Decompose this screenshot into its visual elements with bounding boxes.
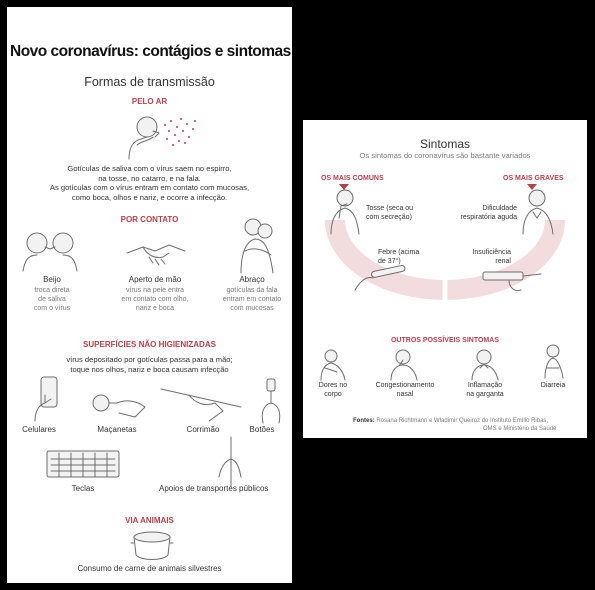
symptom-arc (325, 210, 565, 316)
symptom-diarrhea: Diarreia (540, 382, 566, 389)
diarrhea-icon (544, 344, 564, 379)
marker-severe-icon (527, 184, 537, 190)
symptom-renal: Insuficiência renal (472, 249, 511, 265)
hug-icon (240, 218, 274, 274)
transport-pole-icon (218, 436, 242, 488)
surface-label-doorknobs: Maçanetas (97, 425, 137, 434)
contact-item-kiss: Beijo troca direta de saliva com o vírus (17, 275, 87, 313)
air-description: Gotículas de saliva com o vírus saem no … (49, 164, 250, 202)
most-severe-label: OS MAIS GRAVES (503, 175, 564, 182)
contact-item-handshake: Aperto de mão vírus na pele entra em con… (105, 275, 205, 313)
handrail-icon (160, 388, 242, 422)
cellphone-icon (34, 376, 58, 422)
contact-item-label: Beijo (43, 275, 61, 284)
marker-common-icon (339, 184, 349, 190)
doorknob-icon (92, 394, 146, 418)
sources: Fontes: Rosana Richtmann e Wladimir Quei… (353, 418, 557, 432)
pot-icon (130, 531, 174, 560)
animals-description: Consumo de carne de animais silvestres (77, 564, 222, 573)
surface-label-transport: Apoios de transportes públicos (159, 484, 269, 493)
symptom-sore-throat: Inflamação na garganta (466, 382, 504, 398)
coughing-person-icon (330, 189, 360, 235)
contact-item-desc: gotículas da fala entram em contato com … (222, 287, 282, 312)
symptom-breathing: Dificuldade respiratória aguda (460, 205, 517, 221)
contact-item-desc: troca direta de saliva com o vírus (33, 287, 71, 312)
surface-label-buttons: Botões (249, 425, 275, 434)
contact-item-label: Abraço (239, 275, 265, 284)
surface-label-cellphones: Celulares (22, 425, 56, 434)
contact-item-hug: Abraço gotículas da fala entram em conta… (213, 275, 291, 313)
kiss-icon (22, 232, 78, 272)
kidney-test-icon (482, 271, 542, 291)
most-common-label: OS MAIS COMUNS (321, 175, 384, 182)
symptom-fever: Febre (acima de 37°) (378, 249, 420, 265)
sore-throat-icon (471, 349, 499, 381)
transmission-panel: Novo coronavírus: contágios e sintomas F… (7, 7, 292, 583)
symptom-body-aches: Dores no corpo (318, 382, 348, 398)
nasal-congestion-icon (390, 349, 418, 381)
air-heading: PELO AR (131, 97, 168, 106)
other-symptoms-heading: OUTROS POSSÍVEIS SINTOMAS (390, 337, 499, 344)
contact-item-label: Aperto de mão (128, 275, 182, 284)
surfaces-description: vírus depositado por gotículas passa par… (66, 355, 233, 374)
contact-item-desc: vírus na pele entra em contato com olho,… (121, 287, 189, 312)
surfaces-heading: SUPERFÍCIES NÃO HIGIENIZADAS (83, 340, 216, 349)
button-press-icon (261, 378, 281, 424)
animals-heading: VIA ANIMAIS (125, 516, 174, 525)
symptoms-panel: Sintomas Os sintomas do coronavírus são … (303, 120, 587, 438)
symptoms-subtitle: Os sintomas do coronavírus são bastante … (359, 151, 531, 160)
main-title: Novo coronavírus: contágios e sintomas (10, 43, 291, 60)
transmission-subtitle: Formas de transmissão (84, 75, 215, 89)
body-aches-icon (320, 349, 346, 381)
breathing-person-icon (522, 189, 554, 235)
symptom-nasal-congestion: Congestionamento nasal (375, 382, 435, 398)
surface-label-handrail: Corrimão (186, 425, 220, 434)
thermometer-icon (354, 264, 406, 291)
handshake-icon (126, 244, 186, 266)
keyboard-icon (46, 450, 120, 478)
sneezing-person-icon (128, 116, 196, 160)
symptoms-title: Sintomas (419, 137, 471, 151)
symptom-cough: Tosse (seca ou com secreção) (366, 205, 414, 221)
surface-label-keys: Teclas (71, 484, 95, 493)
sources-label: Fontes: (353, 418, 375, 424)
contact-heading: POR CONTATO (120, 215, 179, 224)
